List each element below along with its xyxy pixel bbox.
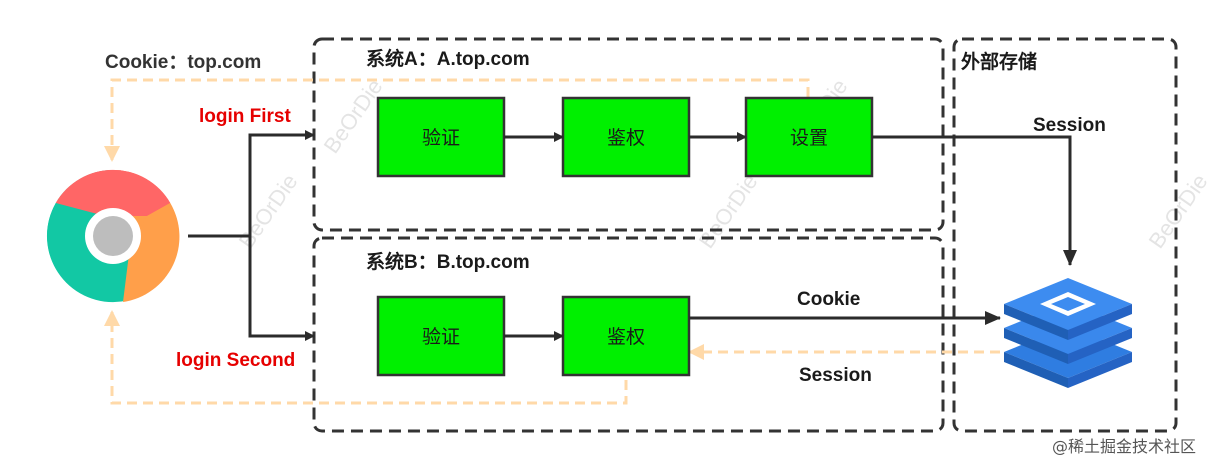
system-b-auth-label: 鉴权 <box>607 326 645 348</box>
system-a-auth-label: 鉴权 <box>607 127 645 149</box>
system-a-auth-box: 鉴权 <box>561 96 691 178</box>
set-to-storage-arrow <box>872 135 1077 266</box>
chrome-browser-icon <box>46 169 180 303</box>
cookie-label: Cookie <box>797 289 860 310</box>
system-b-verify-box: 验证 <box>376 295 506 377</box>
login-first-connector <box>248 130 315 236</box>
system-a-verify-label: 验证 <box>422 127 460 149</box>
system-b-title: 系统B：B.top.com <box>366 250 530 273</box>
external-storage-container <box>952 37 1178 433</box>
system-a-set-label: 设置 <box>790 127 828 149</box>
source-watermark: @稀土掘金技术社区 <box>1052 437 1196 456</box>
system-a-set-box: 设置 <box>744 96 874 178</box>
login-second-label: login Second <box>176 350 295 371</box>
second-login-return-path <box>104 310 628 405</box>
set-cookie-return-path <box>104 78 810 162</box>
login-first-label: login First <box>199 106 292 127</box>
svg-text:BeOrDie: BeOrDie <box>1144 169 1213 252</box>
system-a-verify-box: 验证 <box>376 96 506 178</box>
system-b-auth-box: 鉴权 <box>561 295 691 377</box>
login-second-connector <box>248 236 315 341</box>
system-a-title: 系统A：A.top.com <box>366 47 530 70</box>
cookie-scope-label: Cookie：top.com <box>105 52 261 73</box>
session-store-label: Session <box>1033 115 1106 136</box>
svg-text:BeOrDie: BeOrDie <box>694 169 763 252</box>
system-b-verify-label: 验证 <box>422 326 460 348</box>
database-stack-icon <box>1004 278 1132 388</box>
session-lookup-label: Session <box>799 365 872 386</box>
external-storage-title: 外部存储 <box>961 50 1037 73</box>
svg-text:BeOrDie: BeOrDie <box>234 169 303 252</box>
